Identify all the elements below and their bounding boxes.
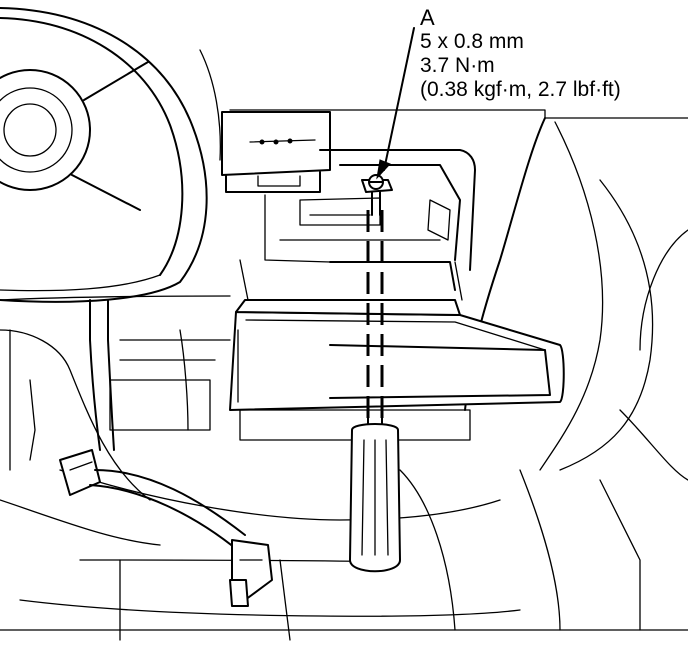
panel-bracket <box>239 149 476 301</box>
torque-callout: A 5 x 0.8 mm 3.7 N·m (0.38 kgf·m, 2.7 lb… <box>420 6 621 102</box>
torque-nm: 3.7 N·m <box>420 54 495 77</box>
tool-path-line <box>366 210 384 420</box>
steering-wheel-icon <box>0 7 221 303</box>
switch-block <box>221 111 331 193</box>
torque-alt-units: (0.38 kgf·m, 2.7 lbf·ft) <box>420 78 621 101</box>
screw-size: 5 x 0.8 mm <box>420 30 524 53</box>
lower-cover-panel <box>229 299 565 411</box>
screw-icon <box>361 174 393 216</box>
callout-leader <box>376 27 415 180</box>
callout-letter: A <box>420 5 435 30</box>
connector-icon <box>59 299 273 607</box>
screwdriver-icon <box>349 414 401 573</box>
